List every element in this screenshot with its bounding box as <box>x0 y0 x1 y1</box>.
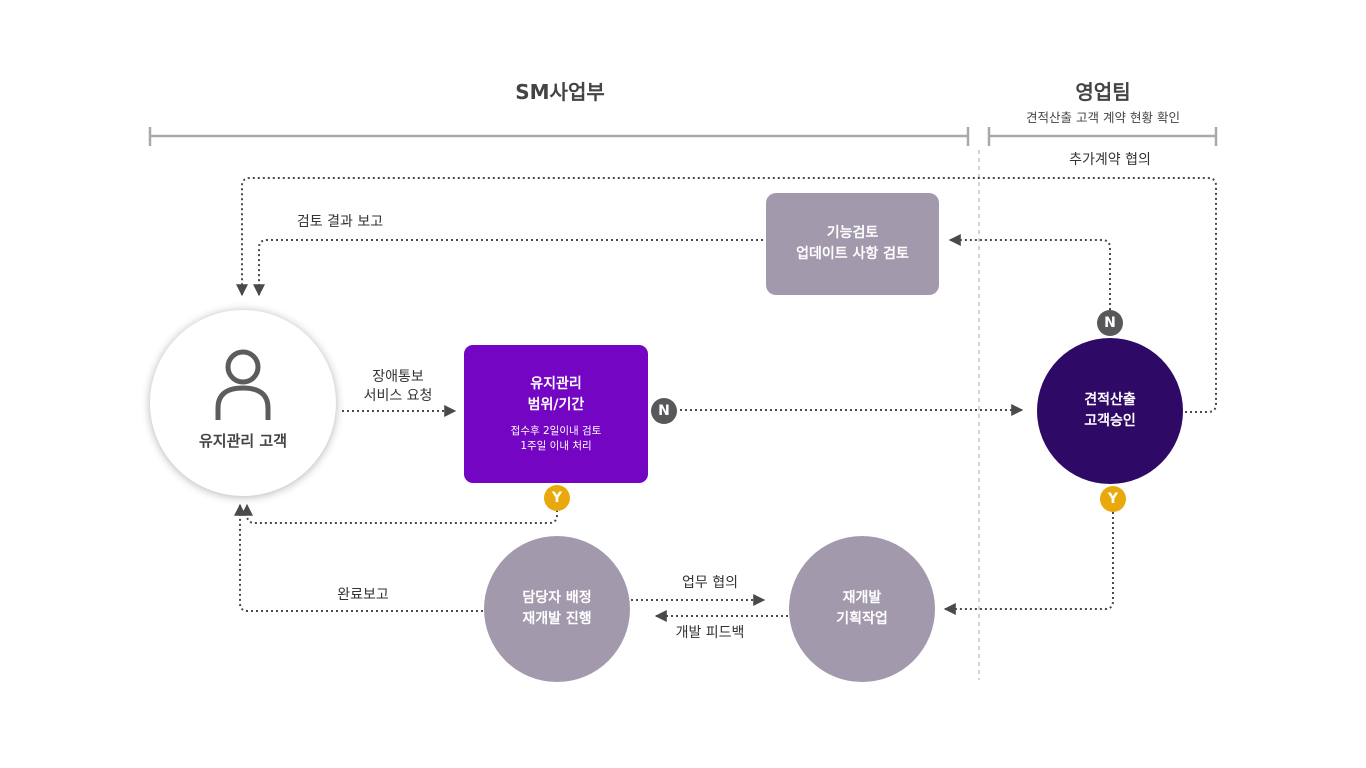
plan-line2: 기획작업 <box>836 611 888 627</box>
estimate-line2: 고객승인 <box>1084 413 1136 429</box>
label-report-request: 장애통보 서비스 요청 <box>336 368 460 406</box>
review-line1: 기능검토 <box>826 225 879 241</box>
arrow-estimate-yes-to-plan <box>943 512 1114 615</box>
assign-circle[interactable]: 담당자 배정 재개발 진행 <box>484 536 630 682</box>
sales-section-subtitle: 견적산출 고객 계약 현황 확인 <box>1026 110 1180 125</box>
arrow-estimate-to-review <box>948 234 1111 310</box>
plan-line1: 재개발 <box>842 590 882 606</box>
label-report-request-line2: 서비스 요청 <box>363 388 433 404</box>
assign-line2: 재개발 진행 <box>522 611 592 627</box>
plan-circle[interactable]: 재개발 기획작업 <box>789 536 935 682</box>
scope-box[interactable]: 유지관리 범위/기간 접수후 2일이내 검토 1주일 이내 처리 <box>464 345 648 483</box>
customer-node[interactable]: 유지관리 고객 <box>150 310 336 496</box>
scope-title-line1: 유지관리 <box>530 376 582 392</box>
review-line2: 업데이트 사항 검토 <box>796 246 909 262</box>
arrow-scope-yes-to-customer <box>241 503 558 524</box>
sm-section-title: SM사업부 <box>515 80 605 104</box>
scope-title-line2: 범위/기간 <box>527 397 585 413</box>
scope-note-line2: 1주일 이내 처리 <box>520 440 592 452</box>
arrow-extra-contract <box>236 177 1217 413</box>
estimate-circle[interactable]: 견적산출 고객승인 <box>1037 338 1183 484</box>
scope-note-line1: 접수후 2일이내 검토 <box>510 425 602 437</box>
arrow-review-to-customer <box>253 239 763 297</box>
label-report-request-line1: 장애통보 <box>372 369 424 385</box>
label-dev-feedback: 개발 피드백 <box>675 625 745 641</box>
assign-line1: 담당자 배정 <box>522 590 592 606</box>
label-extra-contract: 추가계약 협의 <box>1069 152 1151 168</box>
estimate-no-badge: N <box>1097 310 1123 336</box>
sales-section-title: 영업팀 <box>1075 80 1131 104</box>
label-review-result: 검토 결과 보고 <box>296 214 384 230</box>
estimate-line1: 견적산출 <box>1084 392 1136 408</box>
sales-section-ruler <box>987 127 1218 146</box>
scope-yes-badge: Y <box>544 485 570 511</box>
estimate-yes-badge: Y <box>1100 486 1126 512</box>
customer-label: 유지관리 고객 <box>198 432 288 450</box>
person-icon <box>215 349 271 420</box>
review-box[interactable]: 기능검토 업데이트 사항 검토 <box>766 193 939 295</box>
label-complete-report: 완료보고 <box>337 587 389 603</box>
scope-no-badge: N <box>651 398 677 424</box>
arrow-complete-report <box>234 503 483 612</box>
sm-section-ruler <box>148 127 970 146</box>
label-work-consult: 업무 협의 <box>682 575 738 591</box>
